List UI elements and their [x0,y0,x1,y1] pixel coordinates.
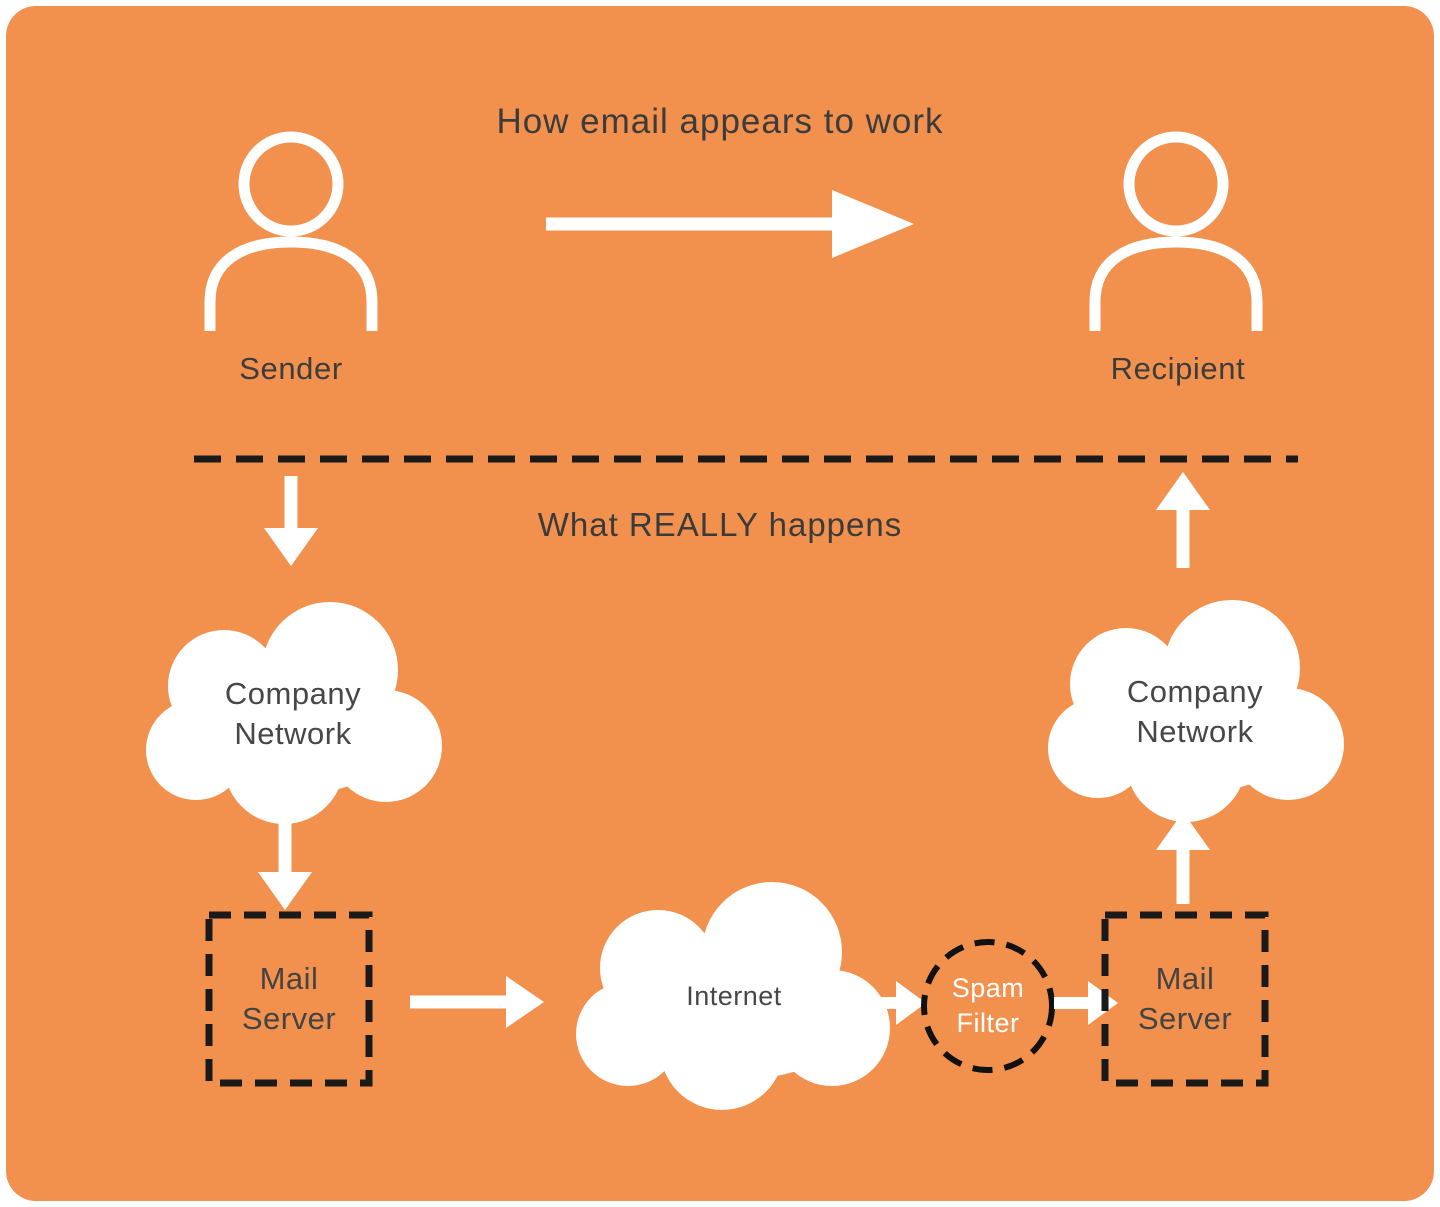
mail-server-box-left: Mail Server [204,910,374,1088]
company-network-left-label: Company Network [224,675,362,751]
mail-server-box-right: Mail Server [1100,910,1270,1088]
recipient-person-icon [1081,126,1271,331]
cloud-shape [146,602,442,824]
top-section-title: How email appears to work [496,102,944,141]
recipient-label: Recipient [1110,351,1246,386]
dashed-box-icon [1101,911,1269,1087]
internet-cloud: Internet [562,878,906,1116]
company-network-cloud-left: Company Network [134,598,452,830]
mail-server-right-label: Mail Server [1137,960,1233,1036]
diagram-canvas: How email appears to work Sender Recipie… [6,6,1434,1201]
network-to-recipient-arrow [1152,472,1214,573]
internet-label: Internet [686,981,782,1012]
company-network-cloud-right: Company Network [1036,596,1354,828]
spam-filter-label: Spam Filter [951,972,1025,1038]
mailserver-to-network-arrow-right [1152,812,1214,909]
dashed-box-icon [205,911,373,1087]
sender-to-network-arrow [260,476,322,571]
dashed-circle-icon [921,939,1055,1073]
cloud-shape [1048,600,1344,822]
network-to-mailserver-arrow-left [254,822,316,915]
sender-label: Sender [239,351,343,386]
spam-filter-circle: Spam Filter [918,936,1058,1076]
company-network-right-label: Company Network [1126,673,1264,749]
sender-person-icon [196,126,386,331]
cloud-shape [576,882,890,1110]
mailserver-to-internet-arrow [410,968,544,1041]
internet-to-spamfilter-arrow [862,976,926,1035]
bottom-section-title: What REALLY happens [537,506,903,543]
mail-server-left-label: Mail Server [241,960,337,1036]
section-divider-dashed-line [194,450,1298,468]
sender-to-recipient-arrow [546,186,914,267]
